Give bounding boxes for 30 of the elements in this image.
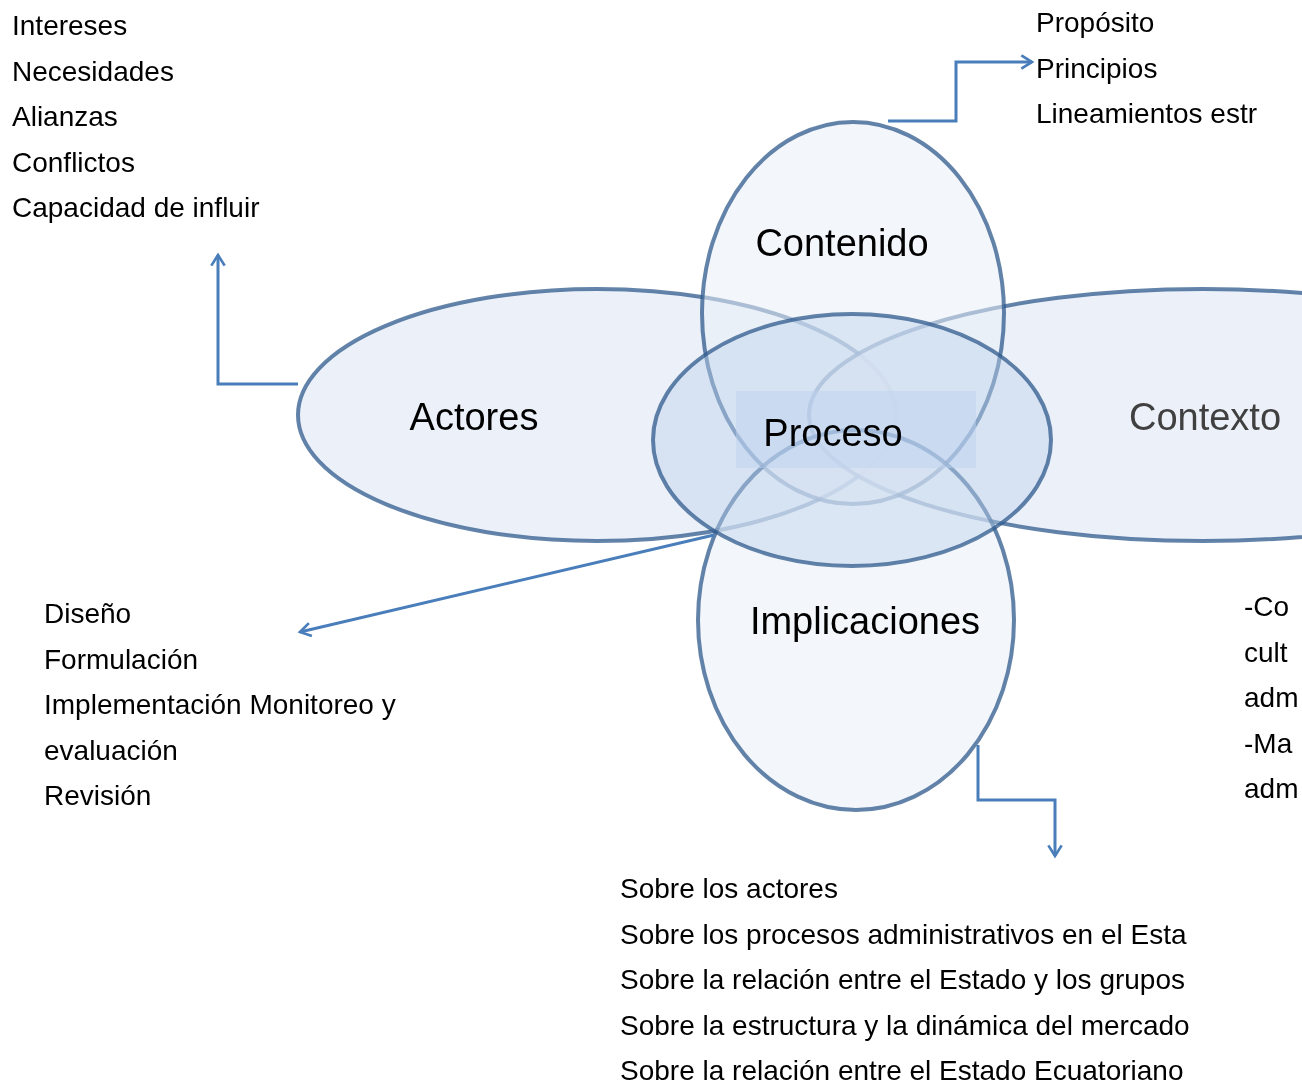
- text-label: adm: [1244, 772, 1299, 806]
- arrow: [888, 54, 1034, 123]
- list-item: Diseño: [44, 597, 133, 631]
- text-label: adm: [1244, 681, 1299, 715]
- list-item: Sobre la relación entre el Estado y los grupos: [620, 963, 1186, 997]
- list-item: Conflictos: [12, 145, 136, 180]
- list-item: Necesidades: [12, 54, 175, 89]
- arrow: [976, 745, 1063, 858]
- list-item: Formulación: [44, 642, 200, 677]
- text-label: cult: [1244, 635, 1288, 670]
- ellipse-label: Contexto: [1128, 395, 1282, 439]
- list-item: Propósito: [1036, 6, 1156, 40]
- ellipse-label: Actores: [409, 395, 539, 439]
- list-item: Capacidad de influir: [12, 191, 261, 225]
- list-item: Intereses: [12, 9, 129, 43]
- arrow: [210, 253, 298, 386]
- list-item: Sobre los actores: [620, 872, 839, 906]
- list-item: Sobre la relación entre el Estado Ecuatoriano: [620, 1054, 1185, 1086]
- text-label: -Ma: [1244, 726, 1293, 761]
- list-item: Lineamientos estr: [1036, 97, 1258, 131]
- ellipse-label: Proceso: [763, 411, 903, 455]
- text-label: -Co: [1244, 590, 1290, 624]
- list-item: Alianzas: [12, 100, 119, 134]
- list-item: Implementación Monitoreo y evaluación: [44, 688, 397, 768]
- list-item: Sobre los procesos administrativos en el Esta: [620, 917, 1188, 952]
- list-item: Revisión: [44, 779, 153, 813]
- ellipse-label: Implicaciones: [749, 599, 981, 643]
- list-item: Principios: [1036, 51, 1159, 86]
- list-item: Sobre la estructura y la dinámica del mercado: [620, 1008, 1191, 1043]
- ellipse-label: Contenido: [755, 221, 929, 265]
